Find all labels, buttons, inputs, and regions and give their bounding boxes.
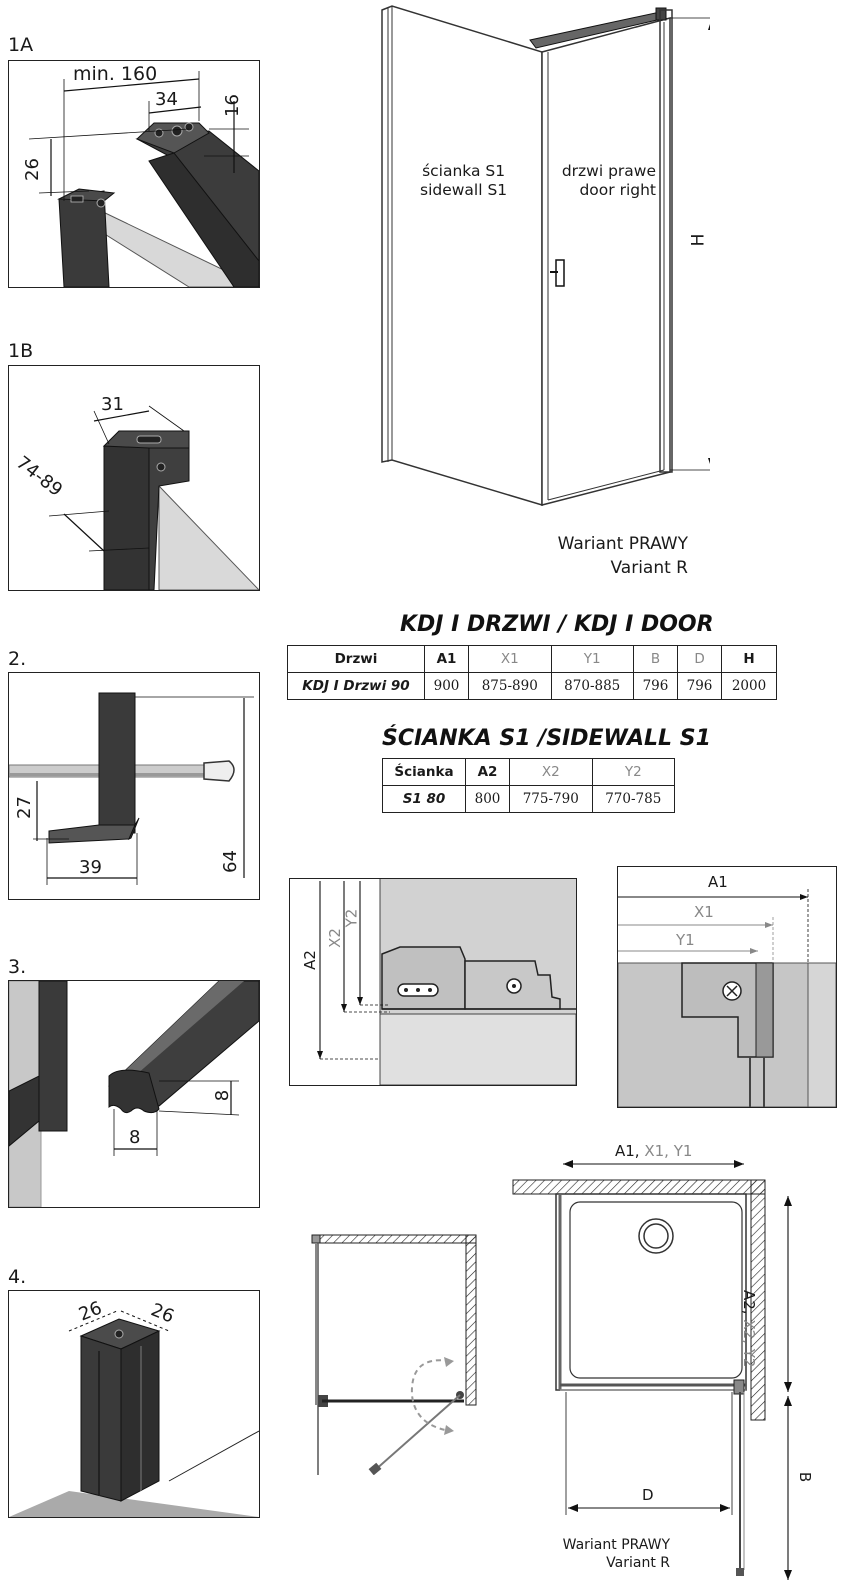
panel-1a-label: 1A [8,34,34,56]
side-cell-a2: 800 [464,785,511,813]
panel-1b-label: 1B [8,340,34,362]
main-enclosure-drawing [381,5,710,507]
side-table-title: ŚCIANKA S1 /SIDEWALL S1 [382,726,711,751]
door-cell-d: 796 [676,672,723,700]
plan-a2-label: A2, [740,1290,758,1320]
door-cell-model: KDJ I Drzwi 90 [287,672,425,700]
dim-64: 64 [219,850,241,873]
detail-y1-label: Y1 [676,931,695,949]
door-th-b: B [632,645,679,673]
panel-2-label: 2. [8,648,27,670]
detail-a1-label: A1 [708,873,728,891]
sidewall-label-pl: ścianka S1 [422,162,506,180]
dim-min-160: min. 160 [73,63,158,85]
door-th-a1: A1 [423,645,470,673]
dim-8-horizontal: 8 [129,1127,141,1148]
variant-en-top: Variant R [610,558,688,578]
detail-x1-label: X1 [694,903,714,921]
plan-a1-label: A1, [615,1142,645,1160]
side-th-x2: X2 [509,758,593,786]
side-th-y2: Y2 [591,758,676,786]
variant-pl-bottom: Wariant PRAWY [562,1537,670,1553]
side-cell-y2: 770-785 [591,785,676,813]
dim-34: 34 [155,89,178,110]
panel-3: 8 8 [8,980,260,1208]
plan-b-label: B [796,1471,815,1483]
panel-2: 27 39 64 [8,672,260,900]
variant-pl-top: Wariant PRAWY [557,534,688,554]
side-spec-table: Ścianka A2 X2 Y2 S1 80 800 775-790 770-7… [382,758,676,813]
detail-left-drawing [317,879,576,1085]
dim-16: 16 [221,94,243,117]
detail-y2-label: Y2 [342,908,361,928]
panel-1b: 31 74-89 [8,365,260,591]
panel-4: 26 26 [8,1290,260,1518]
panel-1a-drawing [28,71,259,287]
door-text: drzwi prawe door right [552,162,656,200]
door-cell-h: 2000 [721,672,777,700]
variant-caption-top: Wariant PRAWY Variant R [520,532,688,580]
detail-right-drawing [618,889,836,1107]
plan-x1y1-label: X1, Y1 [644,1142,693,1160]
panel-1a: min. 160 34 16 26 [8,60,260,288]
door-cell-b: 796 [632,672,679,700]
side-th-a2: A2 [464,758,511,786]
door-label-pl: drzwi prawe [561,162,656,180]
table-row: KDJ I Drzwi 90 900 875-890 870-885 796 7… [287,672,777,700]
plan-x2y2-label: X2, Y2 [740,1319,758,1368]
detail-a2-x2-y2: A2 X2 Y2 [289,878,577,1086]
plan-d-label: D [642,1486,654,1504]
dim-8-vertical: 8 [212,1089,234,1102]
plan-top-dimension: A1, X1, Y1 [615,1142,692,1160]
door-table-title: KDJ I DRZWI / KDJ I DOOR [400,612,714,637]
panel-3-drawing [9,981,259,1207]
door-cell-a1: 900 [423,672,470,700]
detail-a2-label: A2 [300,950,319,970]
panel-1b-drawing [48,405,259,590]
dim-31: 31 [101,394,124,415]
sidewall-text: ścianka S1 sidewall S1 [420,162,507,200]
plan-right-dimension: A2, X2, Y2 [740,1290,758,1367]
door-swing-plan [311,1234,477,1475]
side-cell-x2: 775-790 [509,785,593,813]
door-cell-y1: 870-885 [550,672,634,700]
height-label: H [688,233,709,247]
floor-plan [512,1160,792,1580]
door-spec-table: Drzwi A1 X1 Y1 B D H KDJ I Drzwi 90 900 … [287,645,777,700]
panel-2-drawing [9,692,254,885]
door-label-en: door right [579,181,656,199]
detail-a1-x1-y1: A1 X1 Y1 [617,866,837,1108]
dim-26: 26 [21,158,43,181]
panel-4-label: 4. [8,1266,27,1288]
side-cell-model: S1 80 [382,785,466,813]
door-cell-x1: 875-890 [468,672,552,700]
panel-3-label: 3. [8,956,27,978]
door-th-y1: Y1 [550,645,634,673]
door-table-header-row: Drzwi A1 X1 Y1 B D H [287,645,777,673]
dim-27: 27 [13,796,35,819]
door-th-d: D [676,645,723,673]
side-table-header-row: Ścianka A2 X2 Y2 [382,758,676,786]
sidewall-label-en: sidewall S1 [420,181,508,199]
panel-4-drawing [9,1310,259,1517]
variant-en-bottom: Variant R [606,1555,670,1571]
door-th-x1: X1 [468,645,552,673]
door-th-drzwi: Drzwi [287,645,425,673]
detail-x2-label: X2 [325,928,344,948]
side-th-scianka: Ścianka [382,758,466,786]
variant-caption-bottom: Wariant PRAWY Variant R [540,1536,670,1572]
table-row: S1 80 800 775-790 770-785 [382,785,676,813]
door-th-h: H [721,645,777,673]
dim-39: 39 [79,857,102,878]
